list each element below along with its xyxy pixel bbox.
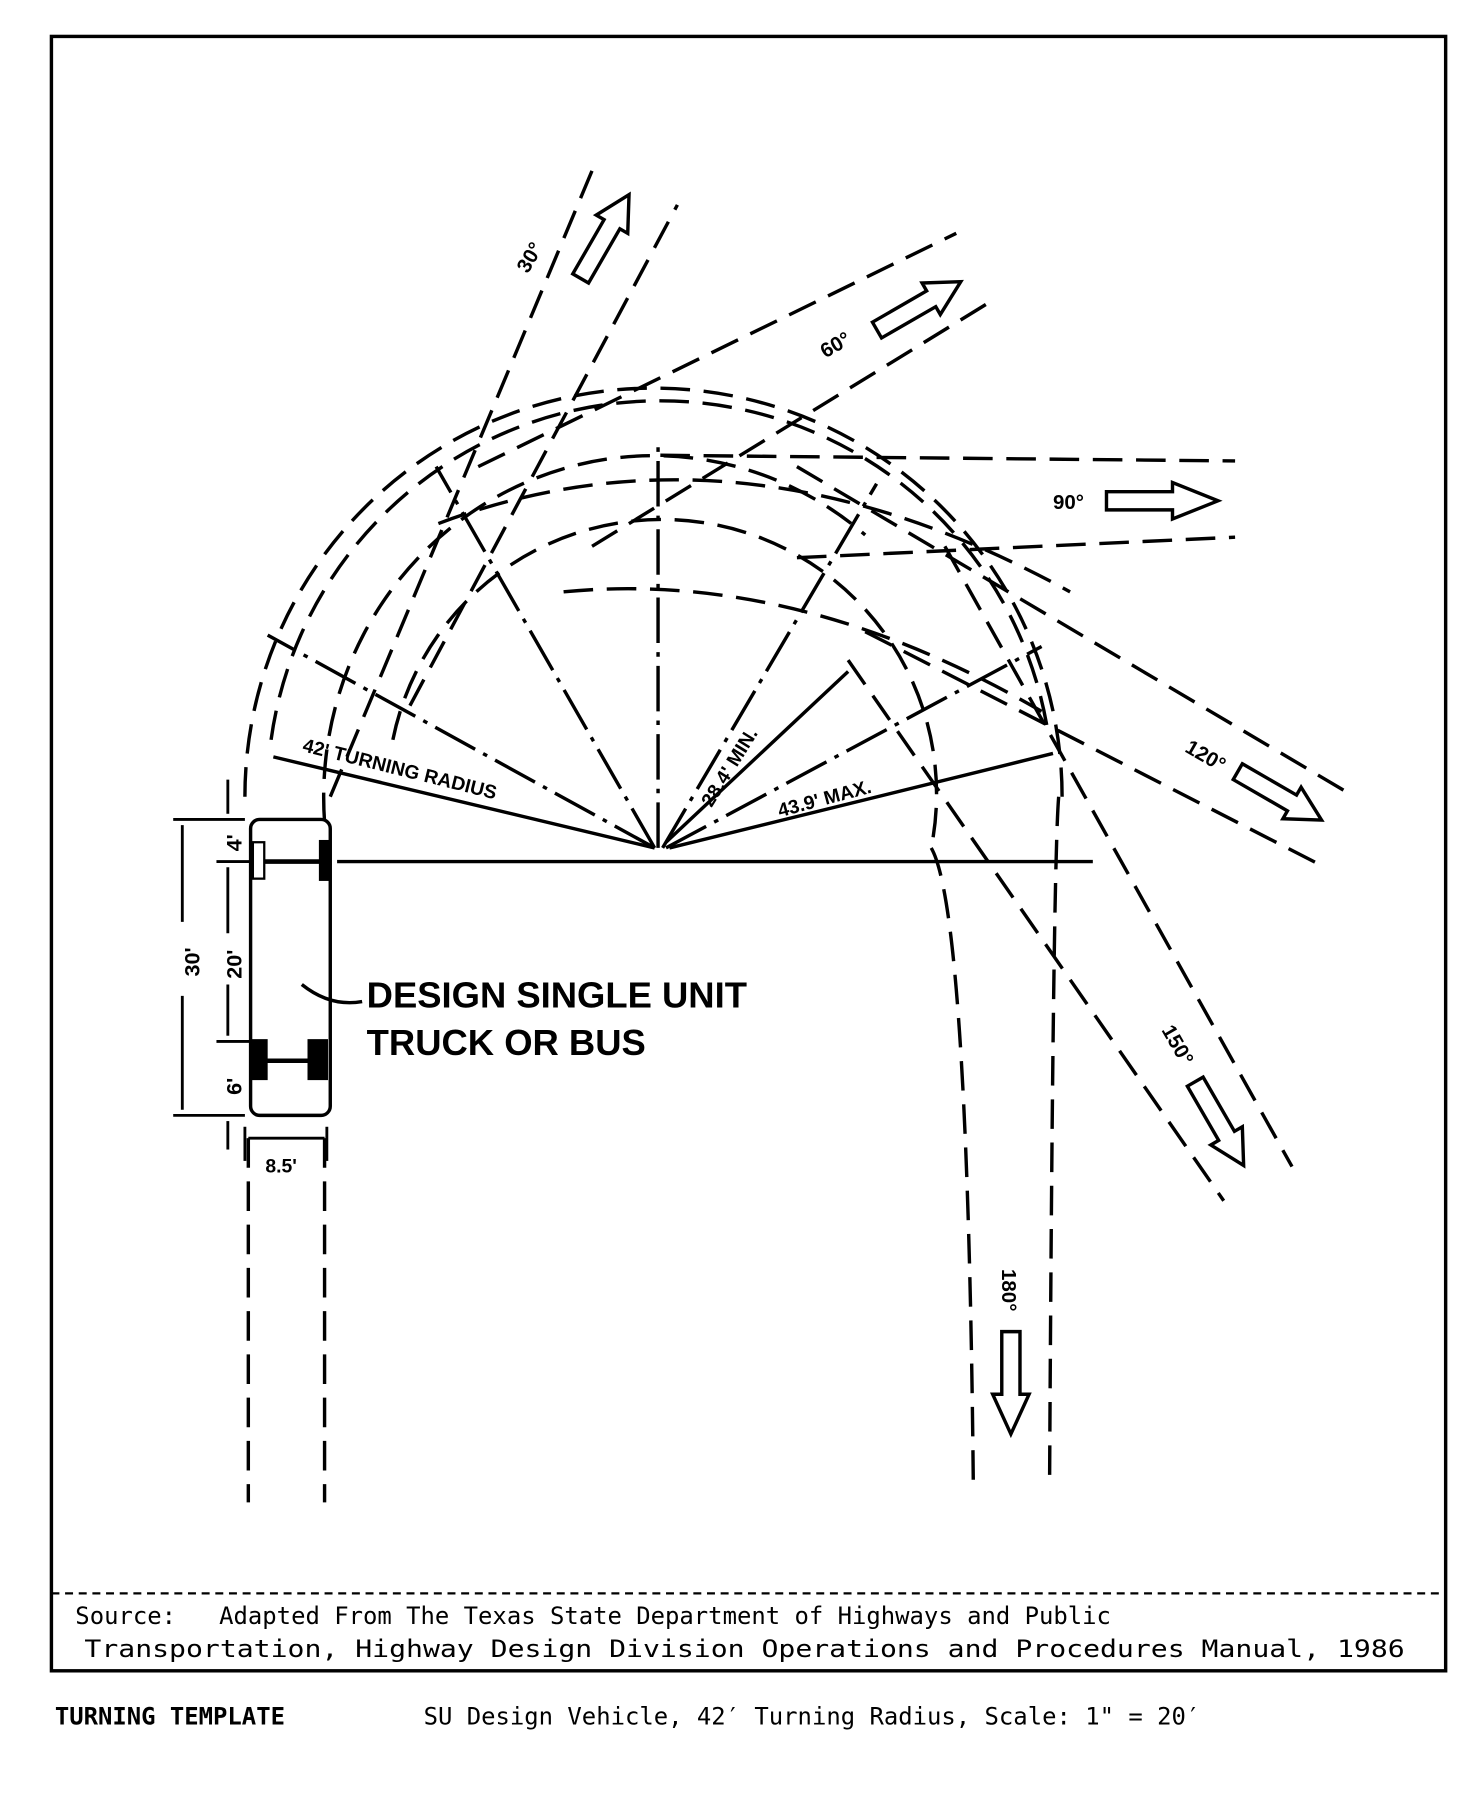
truck-dimensions [173,779,329,1161]
front-wheel-left [251,841,266,880]
rear-wheel-right [307,1039,328,1081]
exit-path-lines [246,170,1356,1503]
label-90: 90° [1053,491,1084,514]
dim-wheelbase-label: 20' [221,950,246,979]
inner-arc [391,517,939,849]
radius-labels: 42' TURNING RADIUS 28.4' MIN. 43.9' MAX. [301,724,874,822]
arrow-150 [1185,1074,1246,1169]
inner-arc-left [322,454,867,866]
source-line-1: Source: Adapted From The Texas State Dep… [75,1602,1111,1630]
radius-lines [266,438,1093,864]
outer-arc [243,386,1064,797]
min-radius-label: 28.4' MIN. [697,724,762,811]
exit-arrows: 30° 60° 90° 120° 150° 180° [512,191,1325,1439]
arrow-60 [870,279,964,341]
swept-path-arcs [243,386,1071,866]
label-60: 60° [816,327,854,362]
caption-text: SU Design Vehicle, 42′ Turning Radius, S… [424,1702,1201,1730]
mid-arc [437,478,1071,594]
vehicle-label-line1: DESIGN SINGLE UNIT [367,974,747,1015]
source-line-2: Transportation, Highway Design Division … [84,1635,1404,1663]
front-wheel-right [318,839,331,881]
rear-wheel-left [250,1039,268,1081]
arrow-30: 30° [512,191,631,286]
dim-rear-label: 6' [221,1078,246,1095]
arrow-180 [990,1329,1032,1439]
dim-overall-label: 30' [179,947,204,976]
dim-width-label: 8.5' [265,1155,296,1177]
outer-arc-2 [269,399,1049,741]
truck [248,817,332,1118]
vehicle-label-line2: TRUCK OR BUS [367,1022,646,1063]
arrow-90 [1104,480,1223,522]
arrow-120 [1230,761,1325,822]
label-180: 180° [997,1269,1020,1311]
dim-front-label: 4' [221,834,246,851]
leader-line [300,983,363,1005]
inner-arc-3 [563,587,1043,713]
frame-border [49,34,1448,1673]
label-120: 120° [1181,736,1229,777]
caption-title: TURNING TEMPLATE [55,1702,285,1730]
svg-text:30°: 30° [512,238,547,276]
label-150: 150° [1157,1021,1198,1069]
